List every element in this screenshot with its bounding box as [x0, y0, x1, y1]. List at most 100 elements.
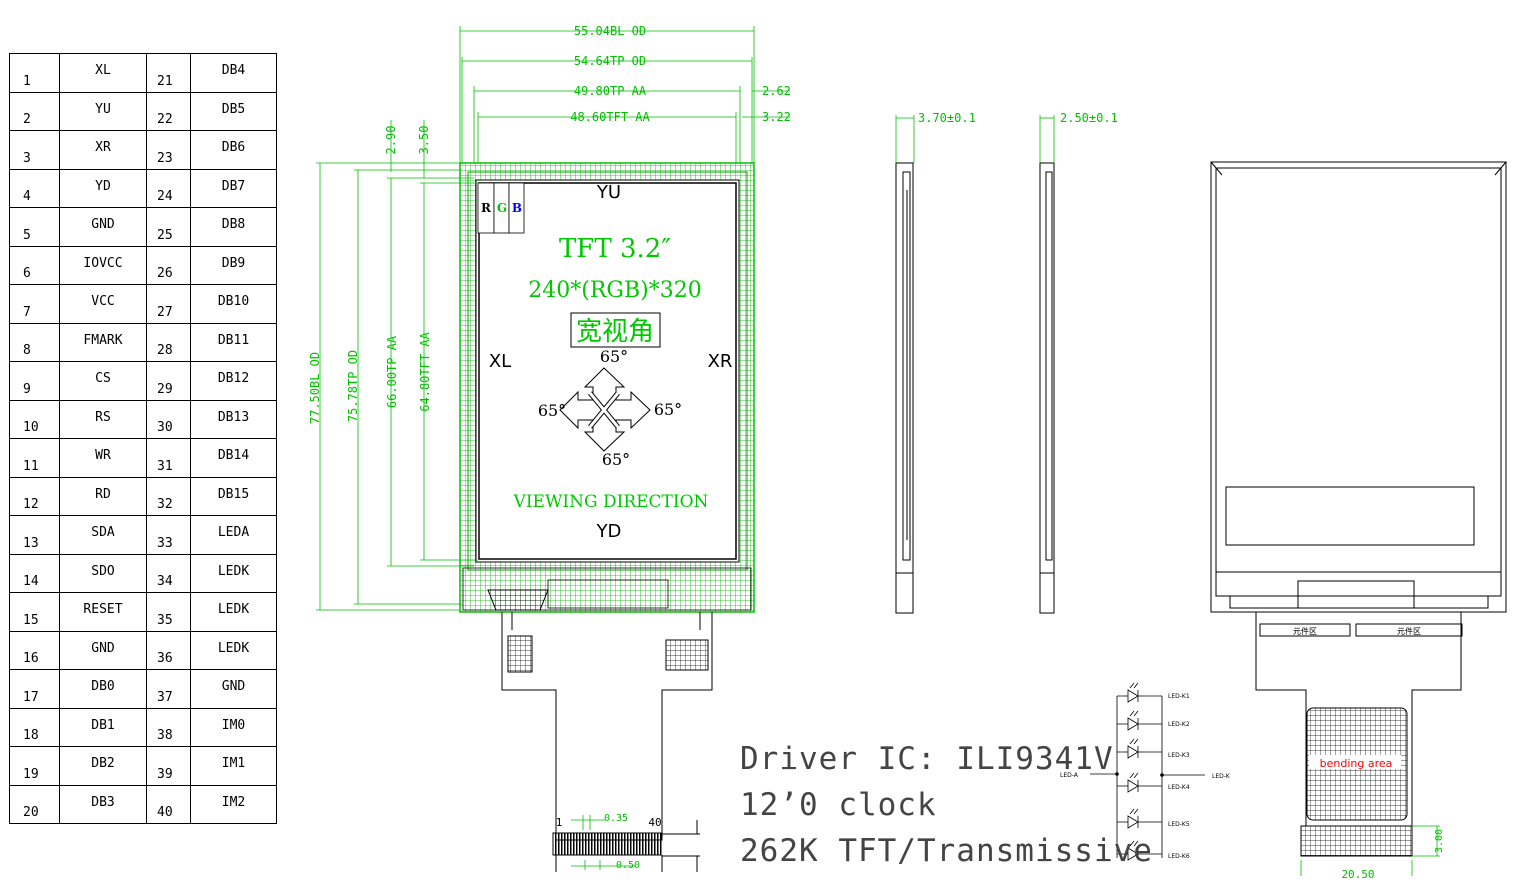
wide-view-label: 宽视角 — [576, 317, 654, 347]
connector-pin-first: 1 — [556, 816, 563, 829]
tp-od-height: 75.78TP OD — [346, 350, 360, 422]
pin-signal: RS — [59, 399, 147, 439]
pin-number: 15 — [9, 592, 60, 632]
fpc-width-dimension: 20.50 — [1341, 868, 1374, 881]
side-view-2 — [1039, 115, 1055, 614]
display-type-note: 262K TFT/Transmissive — [740, 833, 1153, 869]
fpc-cable — [487, 589, 713, 872]
led-diode-icon — [1117, 682, 1162, 703]
pin-signal: SDO — [59, 553, 147, 593]
yd-label: YD — [596, 521, 622, 542]
led-k4-label: LED-K4 — [1168, 784, 1190, 791]
pin-signal: IM2 — [190, 784, 277, 824]
pin-signal: YD — [59, 168, 147, 208]
pin-signal: DB6 — [190, 130, 277, 170]
pin-number: 12 — [9, 476, 60, 516]
pin-signal: IM0 — [190, 707, 277, 747]
pin-signal: DB9 — [190, 245, 277, 285]
pin-signal: DB5 — [190, 91, 277, 131]
pin-signal: SDA — [59, 515, 147, 555]
bl-od-height: 77.50BL OD — [308, 352, 322, 424]
panel-title: TFT 3.2″ — [559, 234, 671, 264]
pin-number: 16 — [9, 630, 60, 670]
pin-number: 22 — [146, 91, 191, 131]
pin-signal: DB13 — [190, 399, 277, 439]
component-area-1: 元件区 — [1293, 626, 1317, 636]
pin-signal: DB15 — [190, 476, 277, 516]
pin-number: 28 — [146, 322, 191, 362]
pin-number: 8 — [9, 322, 60, 362]
led-cathode-label: LED-K — [1212, 773, 1231, 780]
pin-number: 40 — [146, 784, 191, 824]
pin-number: 4 — [9, 168, 60, 208]
component-area-2: 元件区 — [1397, 626, 1421, 636]
pin-signal: DB10 — [190, 284, 277, 324]
offset-350: 3.50 — [417, 126, 431, 155]
offset-290: 2.90 — [384, 126, 398, 155]
pin-signal: LEDA — [190, 515, 277, 555]
clock-note: 12’0 clock — [740, 787, 937, 823]
offset-322: 3.22 — [762, 110, 791, 124]
pin-signal: FMARK — [59, 322, 147, 362]
pin-number: 1 — [9, 53, 60, 93]
viewing-direction-label: VIEWING DIRECTION — [513, 492, 709, 512]
angle-left: 65° — [538, 401, 566, 420]
front-view: R G B YU YD XL XR TFT 3.2″ 240*(RGB)*320… — [308, 24, 791, 872]
green-subpixel-label: G — [497, 201, 507, 215]
blue-subpixel-label: B — [512, 201, 522, 215]
top-dimension-lines — [459, 26, 790, 163]
led-diode-icon — [1117, 710, 1162, 731]
pin-number: 35 — [146, 592, 191, 632]
tft-aa-width: 48.60TFT AA — [570, 110, 650, 124]
led-anode-label: LED-A — [1060, 772, 1079, 779]
pin-signal: DB11 — [190, 322, 277, 362]
pin-number: 24 — [146, 168, 191, 208]
pin-number: 23 — [146, 130, 191, 170]
pin-number: 18 — [9, 707, 60, 747]
bl-od-width: 55.04BL OD — [574, 24, 646, 38]
connector-pin-last: 40 — [648, 816, 661, 829]
panel-resolution: 240*(RGB)*320 — [528, 278, 701, 303]
pin-number: 6 — [9, 245, 60, 285]
spec-notes: Driver IC: ILI9341V 12’0 clock 262K TFT/… — [740, 736, 1153, 874]
pin-number: 14 — [9, 553, 60, 593]
pin-number: 36 — [146, 630, 191, 670]
led-k2-label: LED-K2 — [1168, 721, 1190, 728]
pin-number: 25 — [146, 207, 191, 247]
driver-ic-note: Driver IC: ILI9341V — [740, 741, 1114, 777]
pin-signal: VCC — [59, 284, 147, 324]
pin-number: 2 — [9, 91, 60, 131]
left-dimension-lines — [316, 120, 478, 611]
xr-label: XR — [708, 351, 733, 372]
viewing-direction-arrows-icon — [559, 367, 651, 452]
pin-signal: DB7 — [190, 168, 277, 208]
fpc-height-dimension: 3.00 — [1434, 829, 1445, 853]
led-diode-icon — [1117, 738, 1162, 759]
pin-number: 19 — [9, 746, 60, 786]
pin-signal: WR — [59, 438, 147, 478]
pin-number: 26 — [146, 245, 191, 285]
angle-top: 65° — [600, 347, 628, 366]
bending-area-label: bending area — [1320, 757, 1393, 770]
led-k3-label: LED-K3 — [1168, 752, 1190, 759]
pin-signal: RD — [59, 476, 147, 516]
angle-right: 65° — [654, 400, 682, 419]
pitch-dimension-2: 0.50 — [616, 860, 640, 871]
thickness-2: 2.50±0.1 — [1060, 111, 1118, 125]
pin-signal: YU — [59, 91, 147, 131]
red-subpixel-label: R — [481, 201, 492, 215]
